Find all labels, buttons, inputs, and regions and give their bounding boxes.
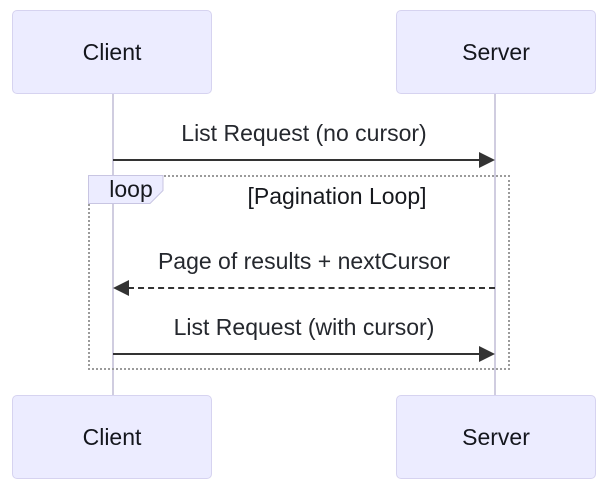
actor-server-top-label: Server <box>462 38 530 65</box>
actor-server-bottom-label: Server <box>462 423 530 450</box>
server-lifeline <box>494 94 496 395</box>
message-1-label: List Request (no cursor) <box>181 120 427 146</box>
message-2-label: Page of results + nextCursor <box>157 248 451 274</box>
loop-label: loop <box>109 176 153 202</box>
actor-client-top: Client <box>12 10 212 94</box>
actor-server-top: Server <box>396 10 596 94</box>
actor-client-bottom: Client <box>12 395 212 479</box>
actor-server-bottom: Server <box>396 395 596 479</box>
message-3-label: List Request (with cursor) <box>173 314 435 340</box>
message-2-line <box>128 287 495 289</box>
message-3-line <box>113 353 480 355</box>
client-lifeline <box>112 94 114 395</box>
arrowhead-left-icon <box>113 280 129 296</box>
loop-tab <box>88 175 164 204</box>
actor-client-top-label: Client <box>82 38 142 65</box>
message-1-line <box>113 159 480 161</box>
loop-title: [Pagination Loop] <box>247 183 427 209</box>
loop-frame <box>88 175 510 370</box>
arrowhead-right-icon <box>479 346 495 362</box>
actor-client-bottom-label: Client <box>82 423 142 450</box>
arrowhead-right-icon <box>479 152 495 168</box>
